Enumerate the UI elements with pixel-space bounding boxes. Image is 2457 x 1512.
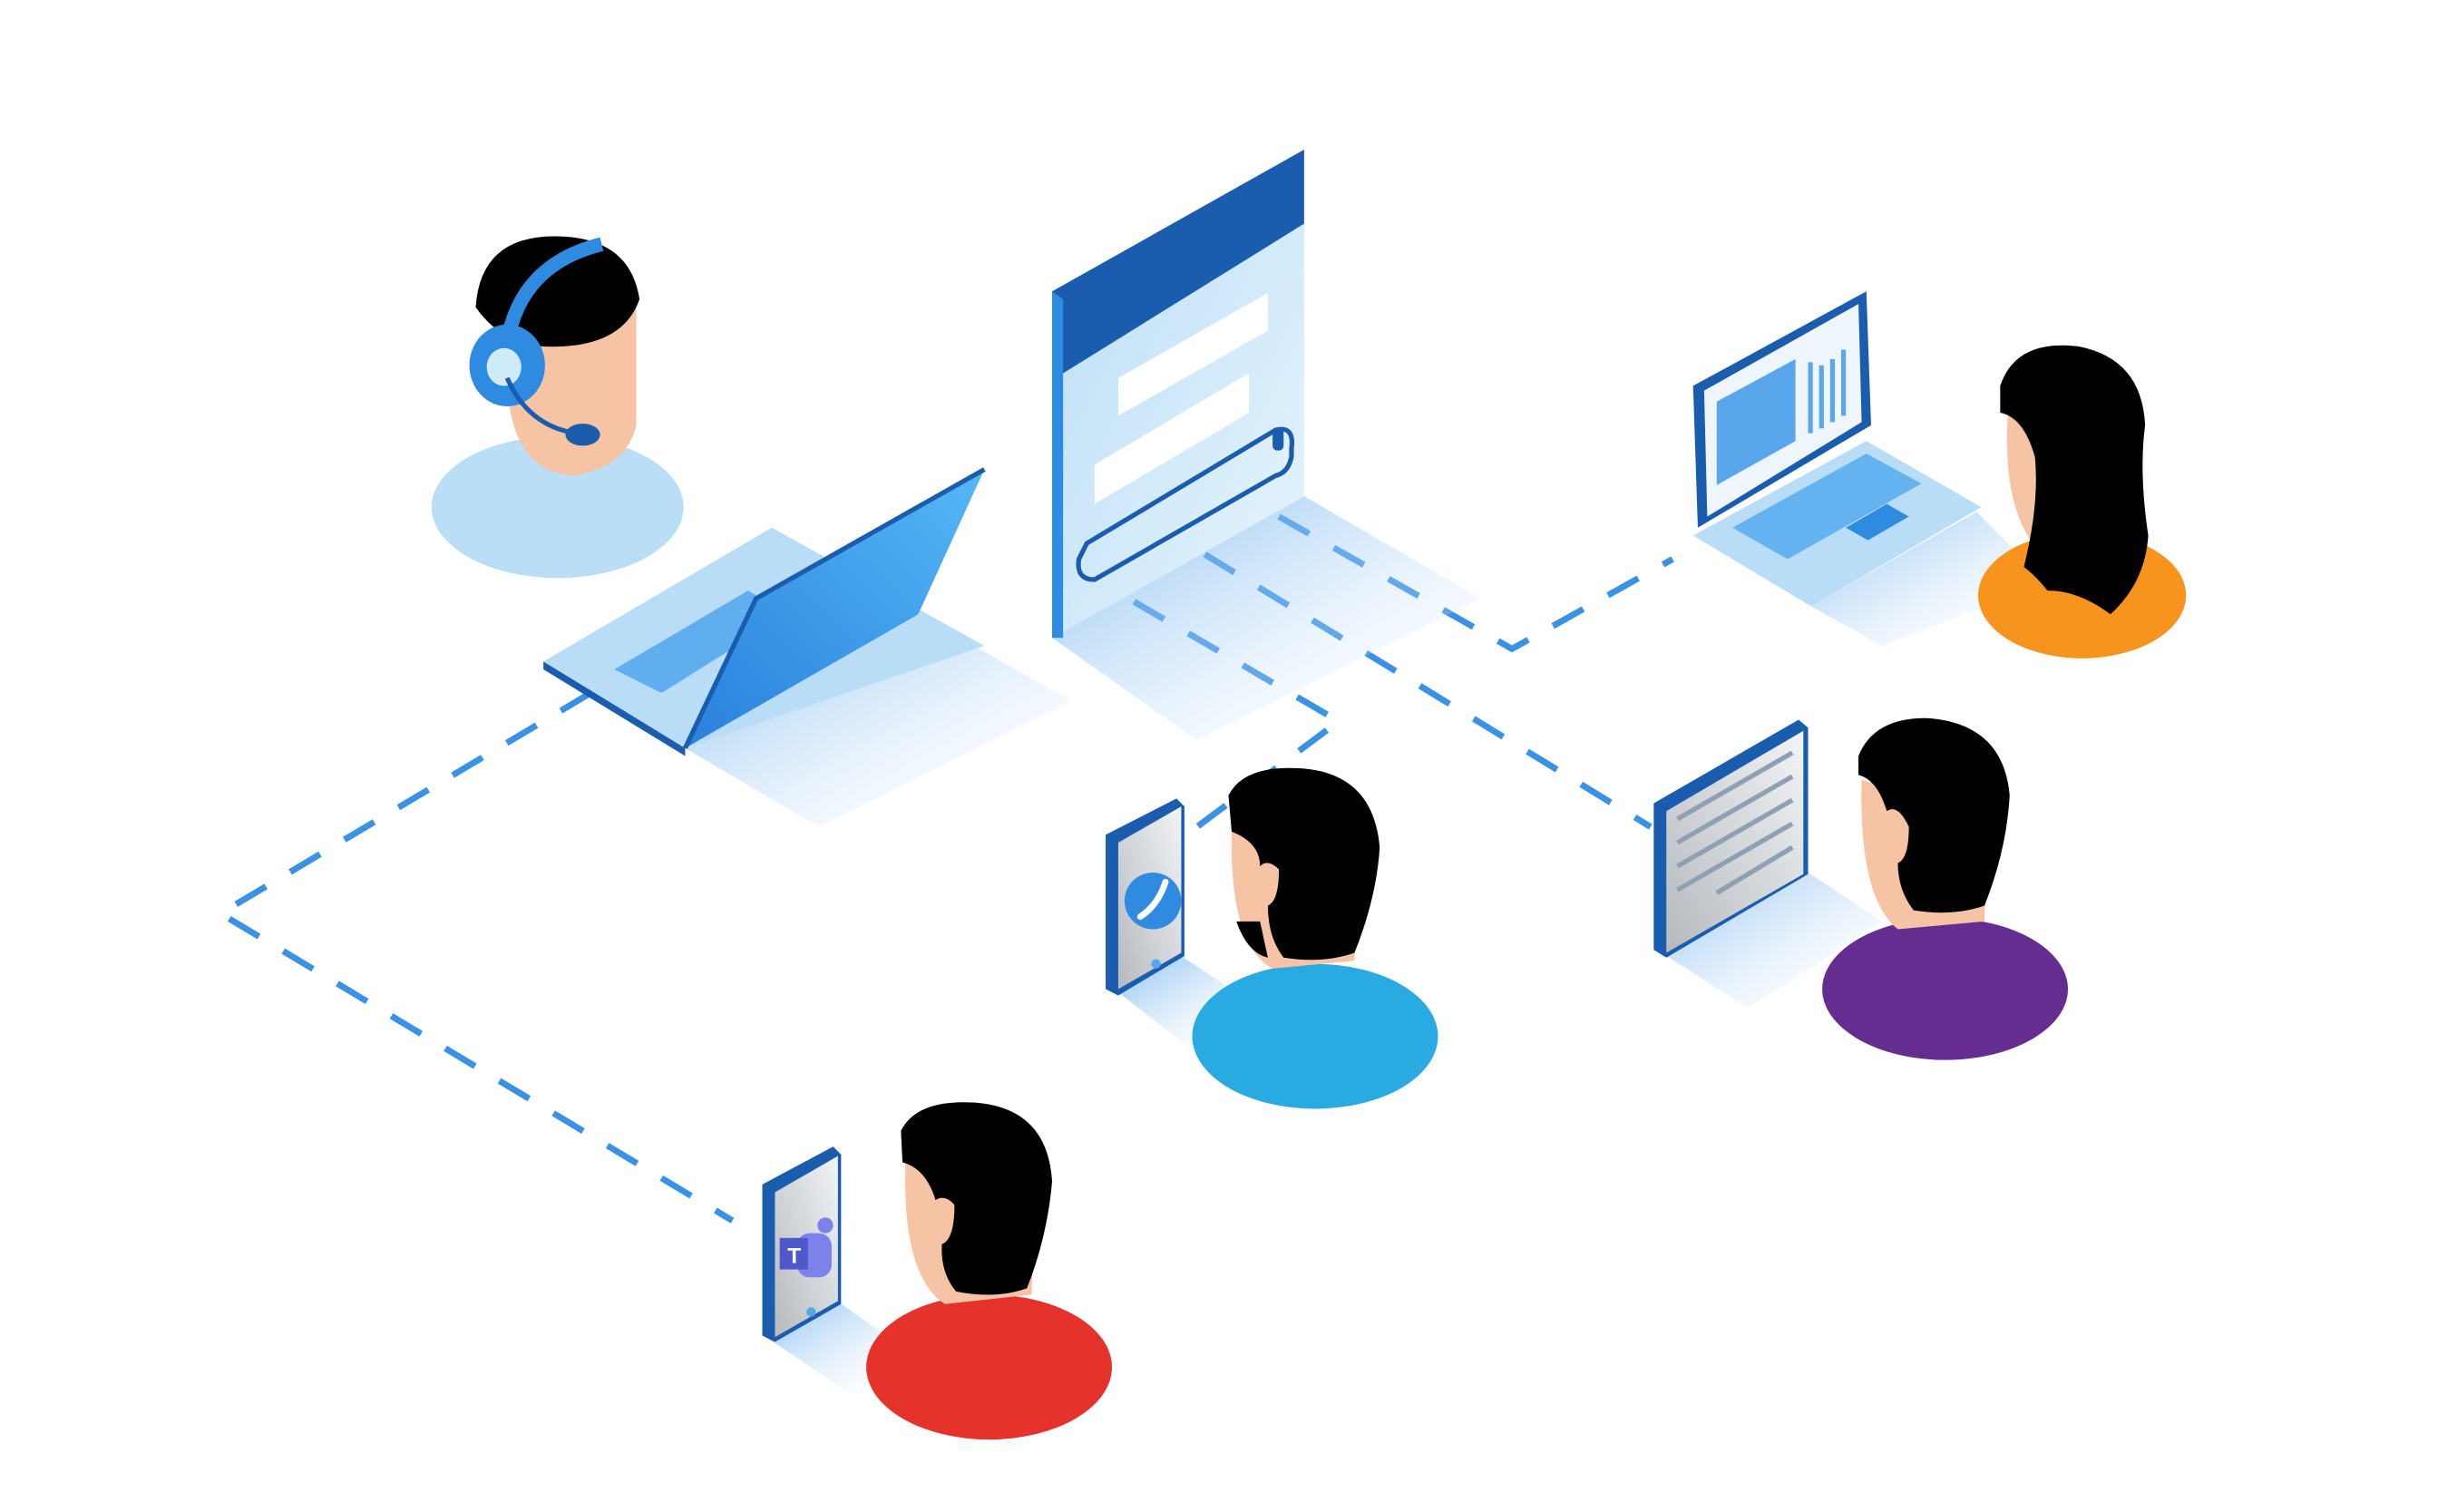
laptop-icon: [543, 467, 986, 756]
chat-window-icon: [1052, 149, 1304, 639]
headset-icon: [469, 237, 604, 446]
svg-text:T: T: [787, 1244, 801, 1269]
person-purple: [1822, 717, 2069, 1060]
teams-icon: T: [779, 1217, 834, 1278]
document-tablet-icon: [1653, 719, 1809, 958]
person-red: [866, 1102, 1113, 1440]
analytics-laptop-icon: [1692, 291, 1982, 607]
person-cyan: [1192, 767, 1438, 1109]
device-shadows: [685, 495, 2048, 1394]
phone-call-icon: [1106, 798, 1185, 996]
support-agent: [431, 236, 684, 579]
teams-phone: T: [762, 1146, 842, 1342]
person-orange: [1978, 345, 2187, 658]
